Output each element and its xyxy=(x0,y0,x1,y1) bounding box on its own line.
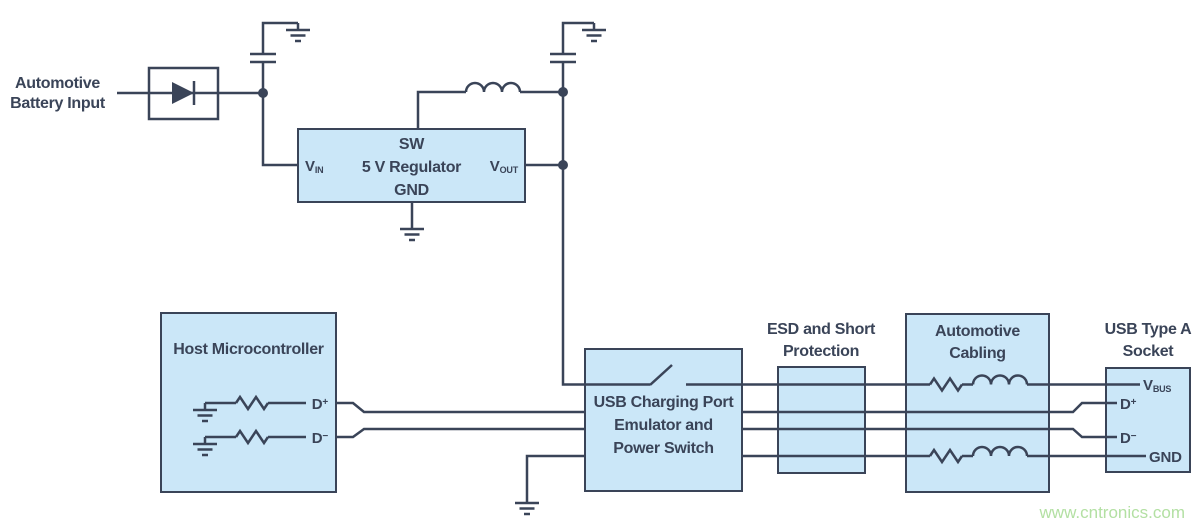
inductor-icon xyxy=(464,81,522,94)
battery-input-label: Automotive Battery Input xyxy=(0,74,115,114)
usb-socket-label: USB Type A Socket xyxy=(1085,319,1197,362)
esd-protection-label-line2: Protection xyxy=(782,342,860,360)
ground-icon xyxy=(513,494,541,516)
host-pin-dplus: D+ xyxy=(311,396,328,413)
regulator-pin-vout: VOUT xyxy=(489,158,518,176)
regulator-title: 5 V Regulator xyxy=(361,159,462,176)
usb-socket-label-line1: USB Type A xyxy=(1104,321,1192,338)
host-pin-dminus: D− xyxy=(311,430,328,447)
ground-icon xyxy=(580,21,608,43)
usb-charging-port-title-line3: Power Switch xyxy=(613,440,714,457)
host-microcontroller-block: Host Microcontroller D+ D− xyxy=(160,312,337,493)
automotive-cabling-block: Automotive Cabling xyxy=(905,313,1050,493)
vbus-feed-wire xyxy=(561,92,584,386)
junction-dot xyxy=(258,88,268,98)
usb-charging-port-title-line1: USB Charging Port xyxy=(593,394,734,411)
esd-protection-label: ESD and Short Protection xyxy=(741,319,901,362)
socket-pin-dplus: D+ xyxy=(1120,396,1137,413)
watermark: www.cntronics.com xyxy=(1039,503,1185,522)
regulator-block: SW 5 V Regulator GND VIN VOUT xyxy=(297,128,526,203)
socket-pin-vbus: VBUS xyxy=(1143,377,1172,395)
automotive-cabling-title-line1: Automotive xyxy=(934,323,1020,340)
host-microcontroller-title: Host Microcontroller xyxy=(173,341,324,358)
socket-pin-dminus: D− xyxy=(1120,430,1137,447)
regulator-pin-gnd: GND xyxy=(394,182,429,199)
junction-dot xyxy=(558,87,568,97)
sw-wire xyxy=(416,90,466,128)
automotive-cabling-title-line2: Cabling xyxy=(949,345,1006,362)
battery-input-label-line1: Automotive xyxy=(14,75,100,92)
usb-charging-port-title-line2: Emulator and xyxy=(614,417,713,434)
diode-box xyxy=(147,66,220,121)
esd-protection-label-line1: ESD and Short xyxy=(766,321,876,338)
ground-icon xyxy=(398,220,426,242)
usb-socket-label-line2: Socket xyxy=(1122,342,1174,360)
regulator-circuit xyxy=(398,21,608,386)
junction-dot xyxy=(558,160,568,170)
regulator-pin-sw: SW xyxy=(398,136,425,153)
capacitor-icon xyxy=(250,52,276,64)
usb-charging-port-block: USB Charging Port Emulator and Power Swi… xyxy=(584,348,743,492)
usb-socket-block: VBUS D+ D− GND xyxy=(1105,367,1191,473)
diode-icon xyxy=(172,82,194,104)
capacitor-icon xyxy=(550,52,576,64)
vin-wire xyxy=(261,93,297,167)
battery-input-circuit xyxy=(117,21,312,167)
ground-icon xyxy=(284,21,312,43)
esd-protection-block xyxy=(777,366,866,474)
battery-input-label-line2: Battery Input xyxy=(10,95,105,112)
regulator-pin-vin: VIN xyxy=(305,158,324,176)
socket-pin-gnd: GND xyxy=(1149,449,1182,466)
